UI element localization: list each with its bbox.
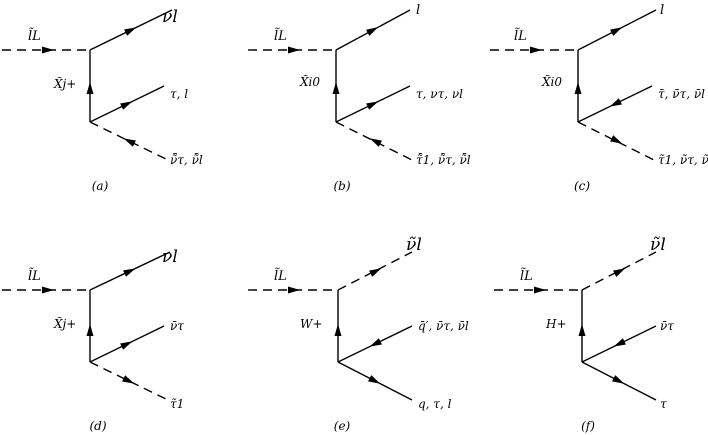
propagator-arrow bbox=[578, 324, 586, 336]
outgoing-mid-arrow bbox=[366, 98, 380, 110]
incoming-arrow bbox=[534, 286, 546, 294]
incoming-arrow bbox=[530, 46, 542, 54]
outgoing-bot-label: q, τ, l bbox=[418, 397, 452, 411]
incoming-label: l̃L bbox=[274, 27, 287, 44]
diagram-caption: (a) bbox=[92, 179, 109, 193]
outgoing-top-arrow bbox=[610, 24, 624, 36]
diagram-f: l̃L H+ ν̃l ν̄τ τ (f) bbox=[494, 235, 674, 433]
outgoing-top-label: l bbox=[660, 3, 664, 18]
outgoing-bot-arrow bbox=[610, 135, 624, 147]
propagator-arrow bbox=[334, 324, 342, 336]
diagram-caption: (c) bbox=[574, 179, 590, 193]
incoming-label: l̃L bbox=[514, 27, 527, 44]
outgoing-mid-arrow bbox=[120, 338, 134, 350]
incoming-label: l̃L bbox=[274, 267, 287, 284]
propagator-arrow bbox=[86, 82, 94, 94]
outgoing-mid-arrow bbox=[608, 98, 622, 110]
diagram-e: l̃L W+ ν̃l q̄′, ν̄τ, ν̄l q, τ, l (e) bbox=[248, 235, 469, 433]
incoming-arrow bbox=[288, 286, 300, 294]
incoming-arrow bbox=[42, 46, 54, 54]
incoming-label: l̃L bbox=[28, 27, 41, 44]
propagator-label: X̃i0 bbox=[299, 74, 320, 89]
outgoing-mid-label: ν̄τ bbox=[660, 319, 674, 333]
propagator-label: H+ bbox=[545, 317, 567, 331]
outgoing-bot-label: τ̃̄1, ν̃̄τ, ν̃̄l bbox=[416, 152, 471, 167]
outgoing-bot-arrow bbox=[612, 375, 626, 387]
outgoing-bot-arrow bbox=[368, 135, 382, 147]
outgoing-top-arrow bbox=[613, 265, 627, 277]
outgoing-top-arrow bbox=[366, 24, 380, 36]
incoming-arrow bbox=[42, 286, 54, 294]
propagator-arrow bbox=[574, 82, 582, 94]
propagator-arrow bbox=[332, 82, 340, 94]
outgoing-bot-label: τ bbox=[660, 397, 667, 411]
propagator-label: X̃j+ bbox=[53, 76, 76, 91]
diagram-c: l̃L X̃i0 l τ̄, ν̄τ, ν̄l τ̃1, ν̃τ, ν̃l (c… bbox=[490, 3, 708, 193]
outgoing-bot-arrow bbox=[122, 135, 136, 147]
diagram-caption: (b) bbox=[333, 179, 350, 193]
diagram-a: l̃L X̃j+ νl τ, l ν̃̄τ, ν̃̄l (a) bbox=[2, 7, 203, 193]
diagram-caption: (e) bbox=[334, 419, 351, 433]
incoming-label: l̃L bbox=[28, 267, 41, 284]
outgoing-bot-label: τ̃1 bbox=[170, 397, 184, 411]
outgoing-mid-arrow bbox=[120, 98, 134, 110]
outgoing-mid-arrow bbox=[612, 338, 626, 350]
outgoing-top-arrow bbox=[369, 265, 383, 277]
incoming-arrow bbox=[288, 46, 300, 54]
outgoing-top-label: ν̃l bbox=[406, 235, 422, 255]
propagator-label: X̃i0 bbox=[541, 74, 562, 89]
outgoing-top-label: νl bbox=[162, 247, 178, 267]
outgoing-mid-arrow bbox=[368, 338, 382, 350]
diagram-d: l̃L X̃j+ νl ν̄τ τ̃1 (d) bbox=[2, 247, 184, 433]
outgoing-bot-label: ν̃̄τ, ν̃̄l bbox=[170, 152, 203, 167]
outgoing-top-label: ν̃l bbox=[650, 235, 666, 255]
outgoing-top-label: l bbox=[416, 3, 420, 18]
outgoing-bot-arrow bbox=[368, 375, 382, 387]
diagram-b: l̃L X̃i0 l τ, ντ, νl τ̃̄1, ν̃̄τ, ν̃̄l (b… bbox=[248, 3, 471, 193]
outgoing-bot-arrow bbox=[122, 375, 136, 387]
propagator-arrow bbox=[86, 324, 94, 336]
diagram-caption: (d) bbox=[89, 419, 106, 433]
outgoing-mid-label: τ, l bbox=[170, 87, 188, 101]
propagator-label: X̃j+ bbox=[53, 316, 76, 331]
diagram-caption: (f) bbox=[581, 419, 595, 433]
incoming-label: l̃L bbox=[520, 267, 533, 284]
outgoing-mid-label: τ̄, ν̄τ, ν̄l bbox=[658, 87, 705, 101]
propagator-label: W+ bbox=[300, 317, 322, 331]
outgoing-top-arrow bbox=[123, 265, 137, 277]
outgoing-mid-label: τ, ντ, νl bbox=[416, 87, 463, 101]
outgoing-top-label: νl bbox=[162, 7, 178, 27]
outgoing-bot-label: τ̃1, ν̃τ, ν̃l bbox=[658, 153, 708, 167]
outgoing-top-arrow bbox=[124, 24, 138, 36]
outgoing-mid-label: q̄′, ν̄τ, ν̄l bbox=[418, 319, 469, 333]
outgoing-mid-label: ν̄τ bbox=[170, 319, 184, 333]
